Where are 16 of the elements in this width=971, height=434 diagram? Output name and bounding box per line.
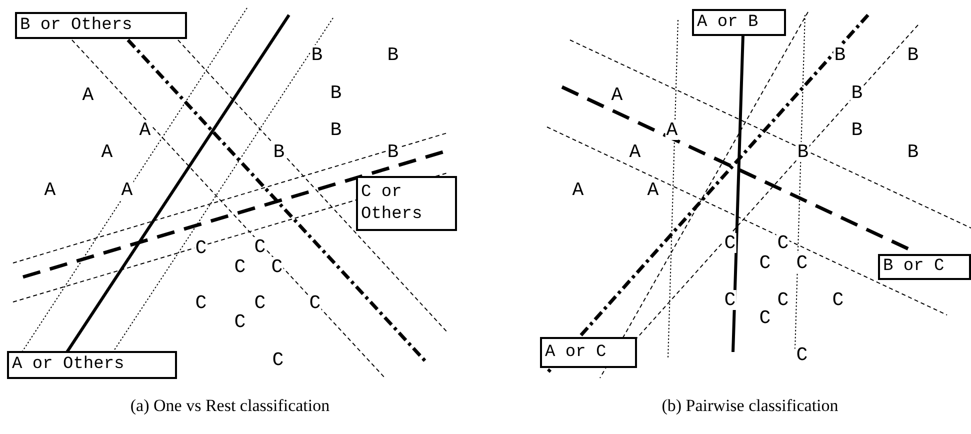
class-label-box: B or Others (15, 12, 187, 39)
class-letter: A (665, 120, 679, 140)
class-label-box: A or Others (7, 351, 177, 379)
class-letter: C (308, 293, 322, 313)
class-letter: C (723, 290, 737, 310)
class-label-box: B or C (878, 254, 971, 280)
panel-caption: (a) One vs Rest classification (130, 396, 330, 416)
class-letter: C (723, 233, 737, 253)
class-letter: B (850, 83, 864, 103)
class-letter: A (120, 180, 134, 200)
class-letter: B (796, 142, 810, 162)
class-label-box: A or B (692, 9, 786, 36)
class-label-box: C or Others (356, 176, 457, 231)
class-label-box: A or C (540, 337, 637, 368)
class-letter: C (795, 253, 809, 273)
panel-caption: (b) Pairwise classification (662, 396, 838, 416)
